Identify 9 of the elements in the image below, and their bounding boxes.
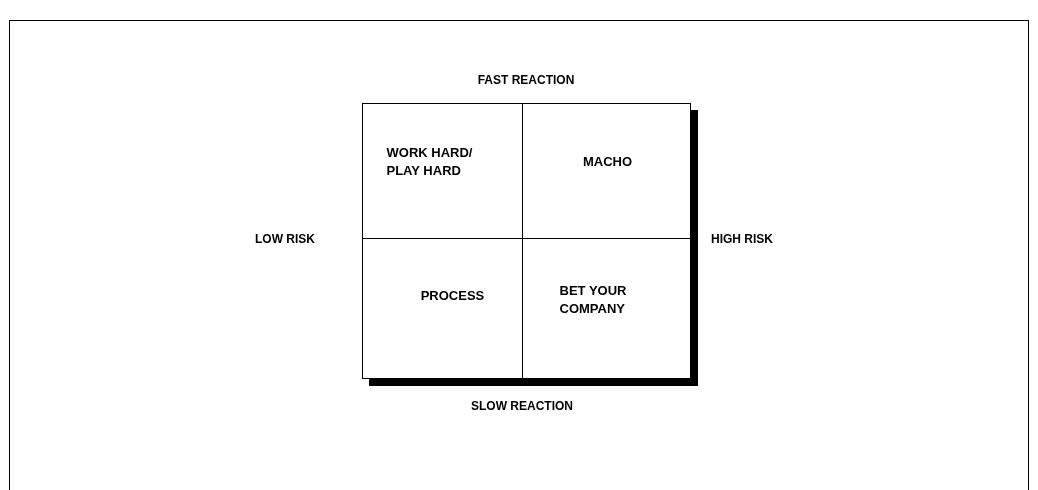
quadrant-label: MACHO [582,153,633,171]
quadrant-label: BET YOUR COMPANY [559,281,628,318]
quadrant-label: PROCESS [420,286,485,305]
matrix-quadrant [363,104,523,239]
axis-label: SLOW REACTION [471,399,573,413]
axis-label: FAST REACTION [477,73,575,87]
axis-label: HIGH RISK [711,232,773,246]
axis-label: LOW RISK [255,232,315,246]
quadrant-label: WORK HARD/ PLAY HARD [386,144,474,180]
